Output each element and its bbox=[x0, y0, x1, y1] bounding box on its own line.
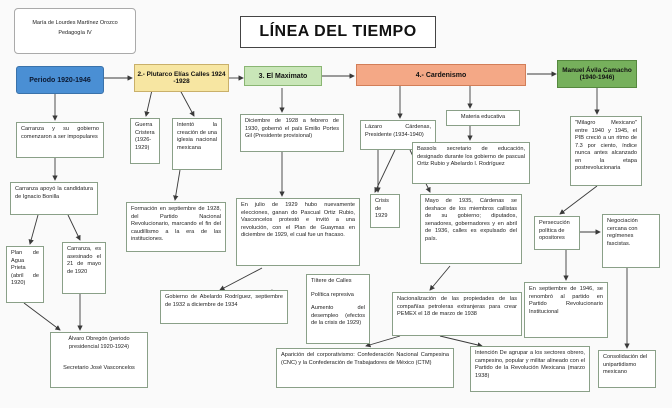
header-maximato: 3. El Maximato bbox=[244, 66, 322, 86]
box-guerra-cristera: Guerra Cristera (1926-1929) bbox=[130, 118, 160, 164]
box-materia-educativa: Materia educativa bbox=[446, 110, 520, 126]
author-name: María de Lourdes Martínez Orozco bbox=[32, 20, 118, 26]
box-carranza-gobierno: Carranza y su gobierno comenzaron a ser … bbox=[16, 122, 104, 158]
box-cnc-ctm: Aparición del corporativismo: Confederac… bbox=[276, 348, 454, 388]
course-name: Pedagogía IV bbox=[58, 29, 92, 36]
header-periodo: Periodo 1920-1946 bbox=[16, 66, 104, 94]
calles-item-3: Aumento del desempleo (efectos de la cri… bbox=[311, 305, 365, 327]
calles-item-2: Política represiva bbox=[311, 291, 354, 298]
box-pnr: Formación en septiembre de 1928, del Par… bbox=[126, 202, 226, 252]
box-plan-agua-prieta: Plan de Agua Prieta (abril de 1920) bbox=[6, 246, 44, 303]
box-persecucion: Persecución política de opositores bbox=[534, 216, 580, 250]
header-cardenismo: 4.- Cardenismo bbox=[356, 64, 526, 86]
box-titere-calles: Tiítere de Calles Política represiva Aum… bbox=[306, 274, 370, 344]
box-pri: En septiembre de 1946, se renombró al pa… bbox=[524, 282, 608, 338]
box-carranza-asesinado: Carranza, es asesinado el 21 de mayo de … bbox=[62, 242, 106, 294]
box-iglesia-nacional: Intentó la creación de una iglesia nacio… bbox=[172, 118, 222, 170]
calles-item-1: Tiítere de Calles bbox=[311, 278, 352, 284]
box-mayo-1935: Mayo de 1935, Cárdenas se deshace de los… bbox=[420, 194, 522, 264]
secretario-text: Secretario José Vasconcelos bbox=[63, 365, 135, 372]
box-crisis-1929: Crisis de 1929 bbox=[370, 194, 400, 228]
box-milagro-mexicano: "Milagro Mexicano" entre 1940 y 1945, el… bbox=[570, 116, 642, 186]
box-nacionalizacion: Nacionalización de las propiedades de la… bbox=[392, 292, 522, 336]
box-prm: Intención De agrupar a los sectores obre… bbox=[470, 346, 590, 392]
box-negociacion: Negociación cercana con regímenes fascis… bbox=[602, 214, 660, 268]
box-portes-gil: Diciembre de 1928 a febrero de 1930, gob… bbox=[240, 114, 344, 152]
box-carranza-apoyo: Carranza apoyó la candidatura de Ignacio… bbox=[10, 182, 98, 215]
box-ortiz-rubio: En julio de 1929 hubo nuevamente eleccio… bbox=[236, 198, 360, 266]
header-calles: 2.- Plutarco Elías Calles 1924 -1928 bbox=[134, 64, 229, 92]
author-card: María de Lourdes Martínez Orozco Pedagog… bbox=[14, 8, 136, 54]
box-bassols: Bassols secretario de educación, designa… bbox=[412, 142, 530, 184]
page-title: LÍNEA DEL TIEMPO bbox=[240, 16, 436, 48]
box-obregon: Álvaro Obregón (periodo presidencial 192… bbox=[50, 332, 148, 388]
box-consolidacion: Consolidación del unipartidismo mexicano bbox=[598, 350, 656, 388]
obregon-text: Álvaro Obregón (periodo presidencial 192… bbox=[68, 336, 130, 350]
box-abelardo: Gobierno de Abelardo Rodríguez, septiemb… bbox=[160, 290, 288, 324]
header-avila: Manuel Ávila Camacho (1940-1946) bbox=[557, 60, 637, 88]
